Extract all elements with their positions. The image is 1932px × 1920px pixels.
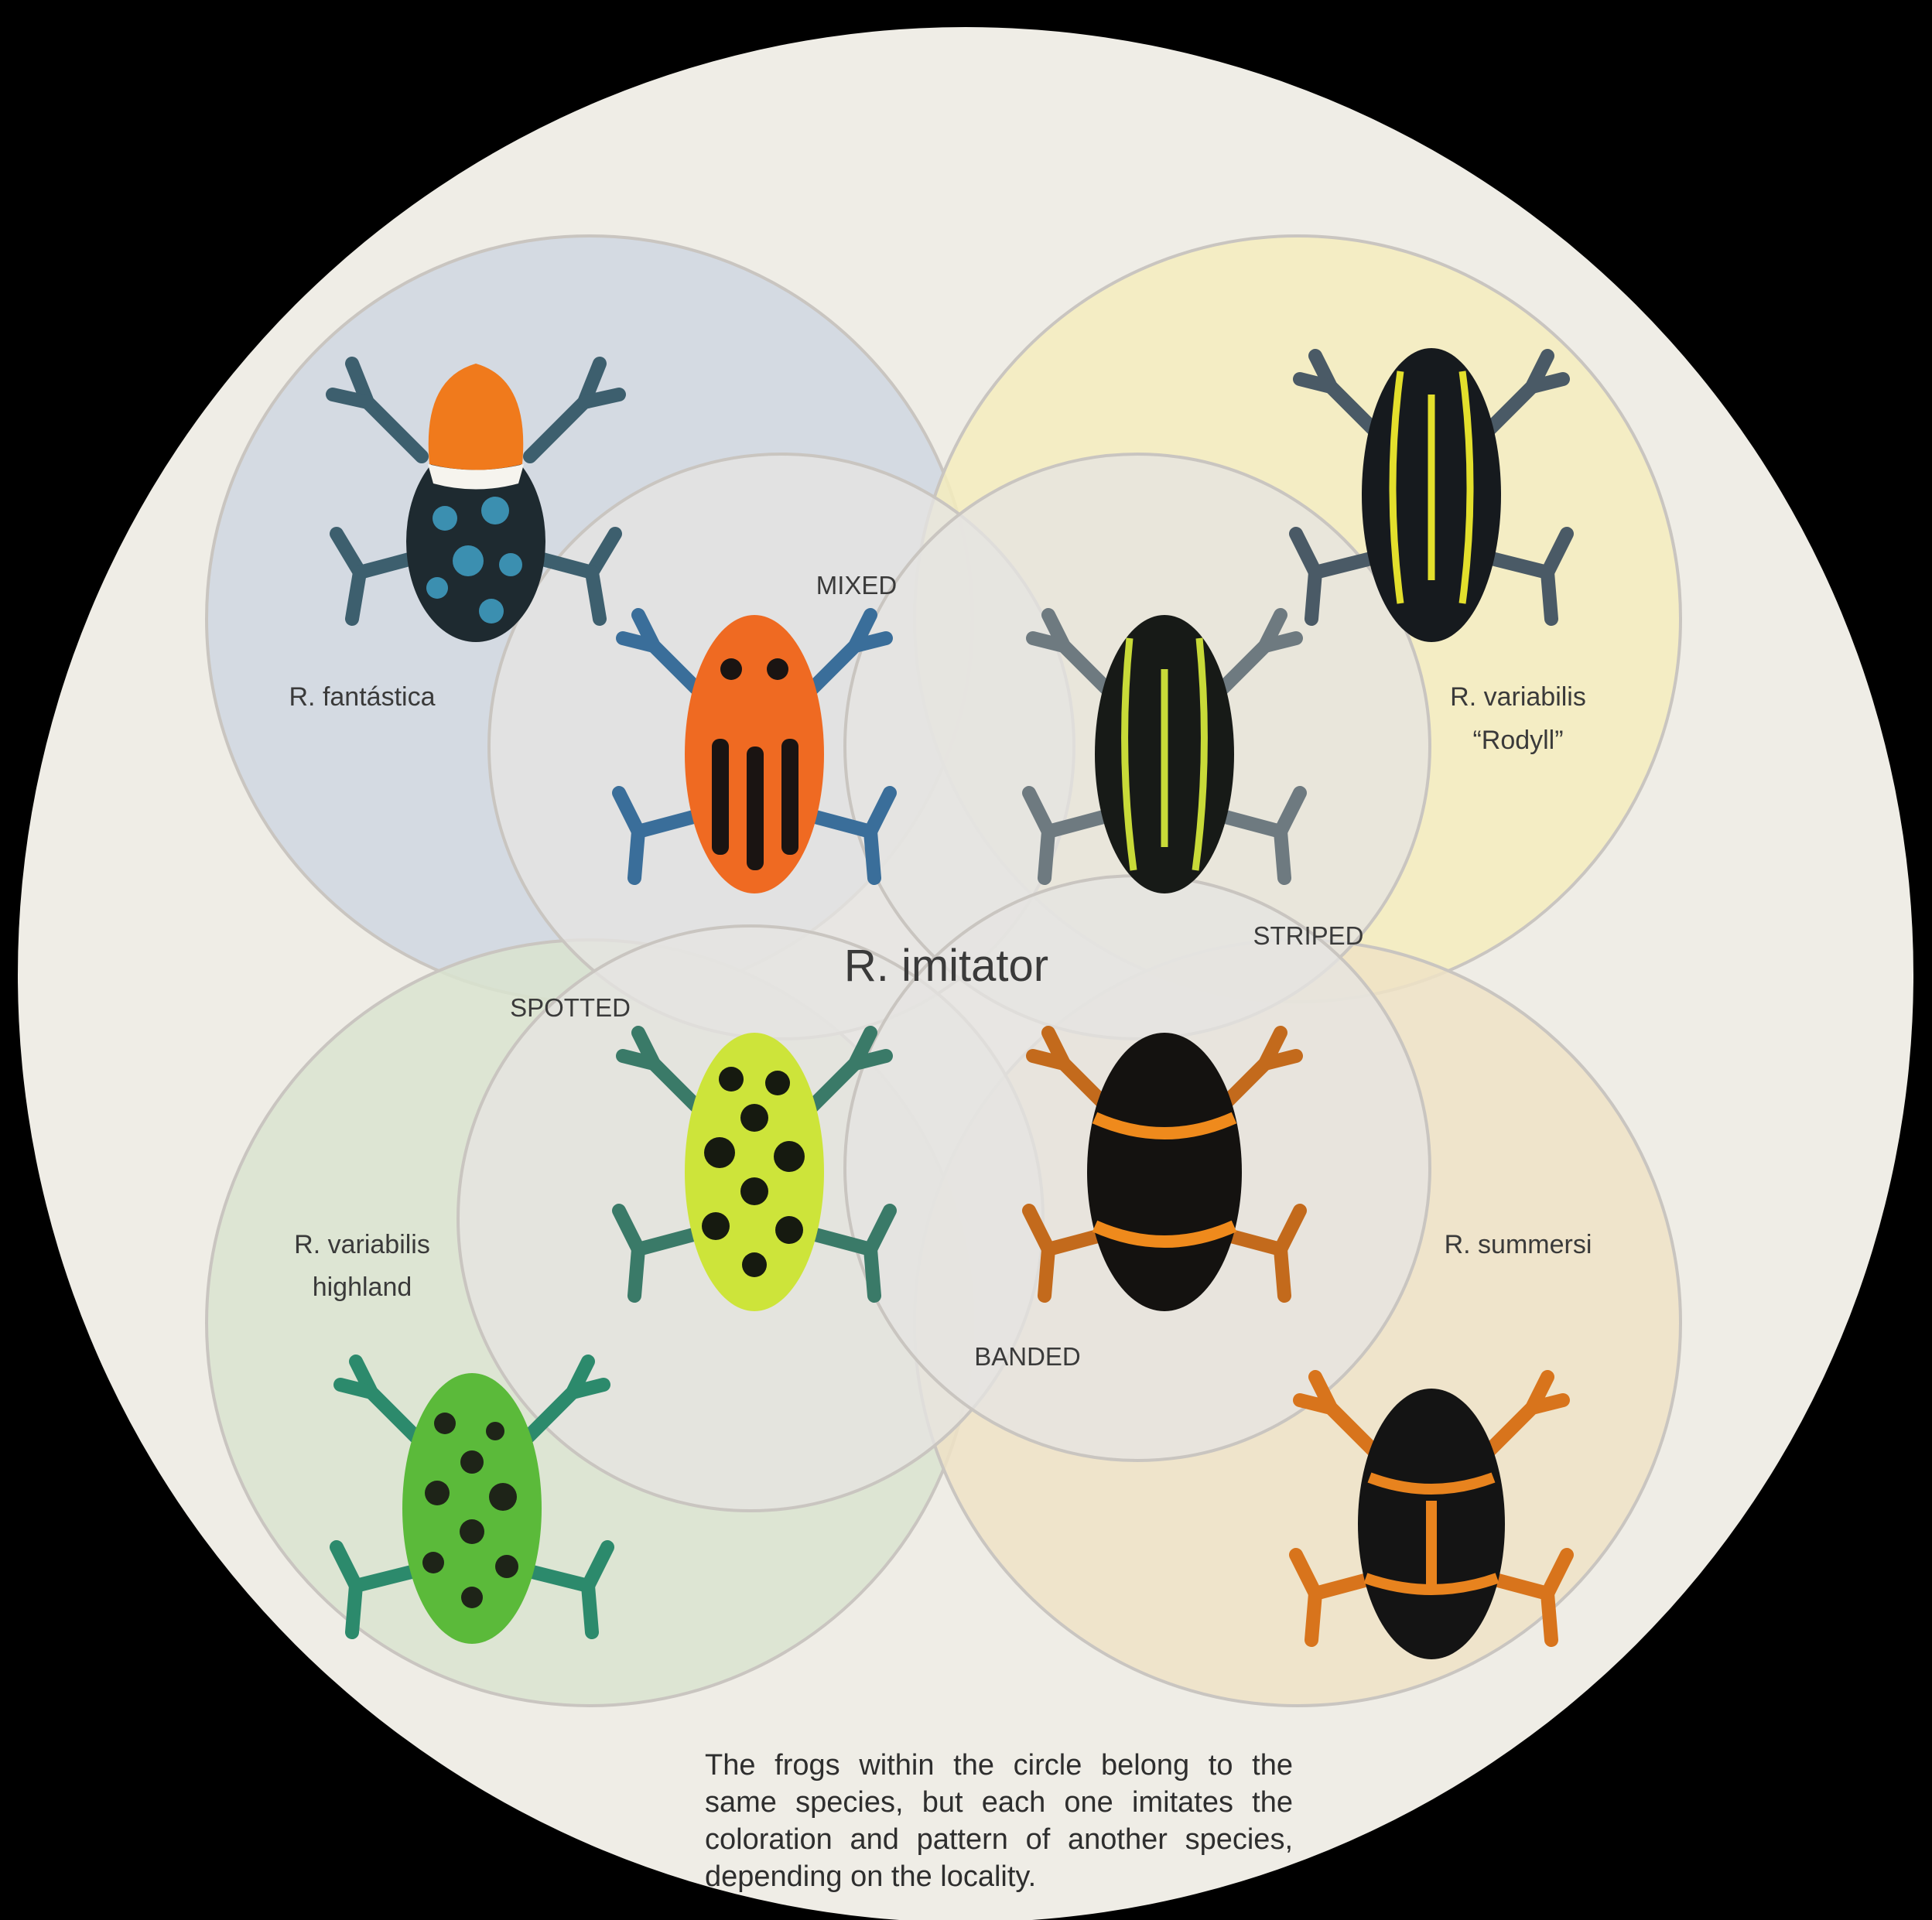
morph-label-striped: STRIPED xyxy=(1253,921,1363,950)
morph-label-banded: BANDED xyxy=(974,1342,1081,1371)
species-label-rodyll-line1: R. variabilis xyxy=(1450,682,1586,712)
species-label-highland-line2: highland xyxy=(313,1273,412,1302)
morph-label-spotted: SPOTTED xyxy=(510,993,631,1022)
species-label-highland-line1: R. variabilis xyxy=(294,1230,430,1259)
center-title: R. imitator xyxy=(844,941,1048,991)
species-label-fantastica: R. fantástica xyxy=(289,682,436,712)
species-label-summersi: R. summersi xyxy=(1445,1230,1592,1259)
morph-label-mixed: MIXED xyxy=(816,571,898,600)
species-label-rodyll-line2: “Rodyll” xyxy=(1472,726,1563,755)
caption-text: The frogs within the circle belong to th… xyxy=(705,1747,1293,1895)
